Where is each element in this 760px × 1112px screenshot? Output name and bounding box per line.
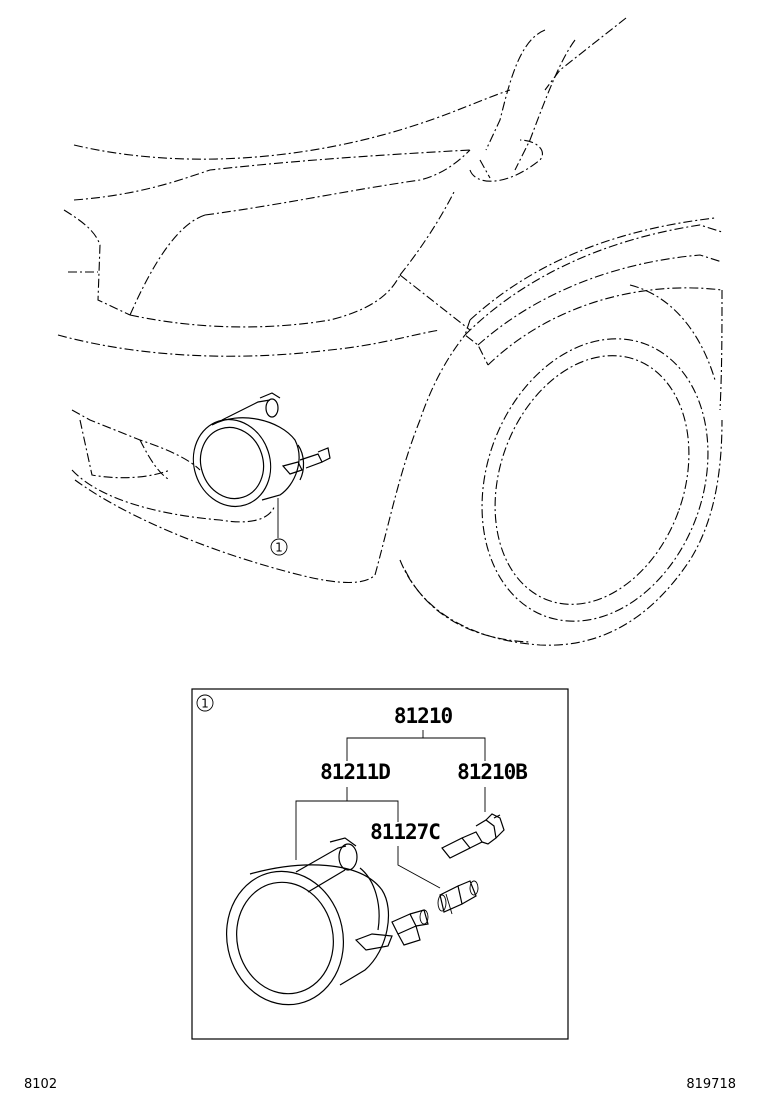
vehicle-outline xyxy=(57,17,723,646)
part-number-81211D: 81211D xyxy=(320,760,390,784)
part-number-81210B: 81210B xyxy=(457,760,527,784)
callout-marker-label: 1 xyxy=(275,541,283,555)
bulb-socket-81127C xyxy=(437,880,479,915)
fog-lamp-installed xyxy=(192,392,331,538)
footer-code-left: 8102 xyxy=(24,1077,58,1092)
part-number-81127C: 81127C xyxy=(370,820,440,844)
bulb-81210B xyxy=(441,813,505,859)
part-number-81210: 81210 xyxy=(394,704,453,728)
detail-box: 1 81210 81211D 81210B 81127C xyxy=(191,688,569,1040)
bracket-81210 xyxy=(346,737,486,761)
callout-marker: 1 xyxy=(270,538,288,556)
footer-code-right: 819718 xyxy=(686,1077,736,1092)
fog-lamp-detail xyxy=(225,837,429,1006)
detail-box-marker: 1 xyxy=(201,697,209,711)
